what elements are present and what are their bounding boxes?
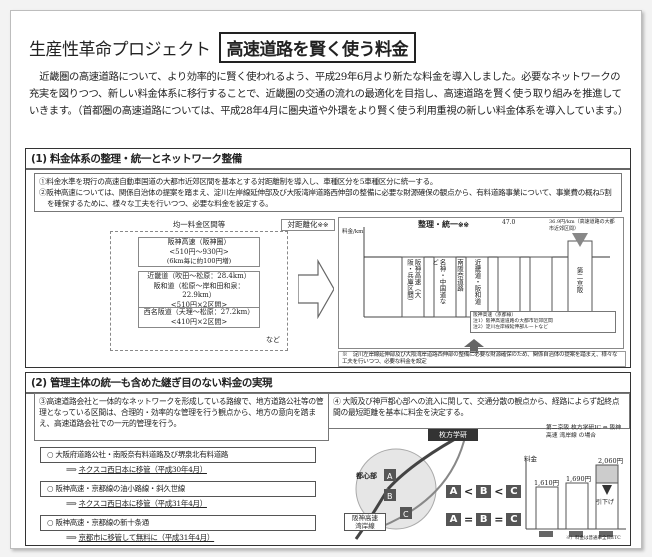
fare-box-nishimeihan: 西名阪道（天理～松原：27.2km） <410円×2区間> <box>138 307 260 328</box>
fare-bars <box>363 227 610 318</box>
map-label-wangan: 阪神高速 湾岸線 <box>344 513 386 531</box>
fare-box-kinki: 近畿道（吹田～松原：28.4km） 阪和道（松原～岸和田和泉：22.9km） <… <box>138 271 260 311</box>
fare-value-b: 1,690円 <box>566 475 592 483</box>
section1-heading: (1) 料金体系の整理・統一とネットワーク整備 <box>26 149 630 170</box>
page: 生産性革命プロジェクト 高速道路を賢く使う料金 近畿圏の高速道路について、より効… <box>10 10 642 549</box>
intro-paragraph: 近畿圏の高速道路について、より効率的に賢く使われるよう、平成29年6月より新たな… <box>29 71 628 117</box>
section1-footnote: ※ 淀川左岸線延伸部及び大阪湾岸道路西伸部の整備に必要な財源確保のため、関係自治… <box>338 351 626 367</box>
distance-label: 対距離化※※ <box>281 219 335 231</box>
top-note: 36.9円/km（高速道路の大都市近郊区間） <box>549 219 615 232</box>
section2-heading: (2) 管理主体の統一も含めた継ぎ目のない料金の実現 <box>26 373 630 394</box>
bullet-3: ③高速道路会社と一体的なネットワークを形成している路線で、地方道路公社等の管理と… <box>34 393 329 441</box>
etc-label: など <box>266 336 280 344</box>
uniform-fare-title: 均一料金区間等 <box>172 220 226 229</box>
svg-text:B: B <box>387 492 393 501</box>
fare-chart-source: ※）料金は普通車全日ETC <box>566 536 621 541</box>
section-seamless-fare: (2) 管理主体の統一も含めた継ぎ目のない料金の実現 ③高速道路会社と一体的なネ… <box>25 372 631 546</box>
svg-text:A: A <box>387 472 393 481</box>
chart-legend: 阪神高速（京都線） 注1）阪神高速道路の大都市近郊区間 注2）淀川左岸線延伸部ル… <box>470 311 616 333</box>
bullet-1: ①料金水準を現行の高速自動車国道の大都市近郊区間を基本とする対距離制を導入し、車… <box>39 177 438 186</box>
abc-after: A= B= C <box>446 513 522 526</box>
bullet-2: ②阪神高速については、関係自治体の提案を踏まえ、淀川左岸線延伸部及び大阪湾岸道路… <box>39 188 612 208</box>
fare-chart-area <box>338 217 624 349</box>
transfer-dest-3: ⟹ 京都市に移管して無料に（平成31年4月） <box>66 533 215 542</box>
top-value: 47.0 <box>502 219 516 226</box>
page-title: 高速道路を賢く使う料金 <box>218 31 416 63</box>
fare-chart-note: 第二京阪 枚方学研IC ⇔ 阪神高速 湾岸線 の場合 <box>546 425 622 439</box>
map-label-center: 都心部 <box>356 471 377 480</box>
fare-chart <box>525 459 626 537</box>
transfer-dest-1: ⟹ ネクスコ西日本に移管（平成30年4月） <box>66 465 207 474</box>
fare-value-c: 2,060円 <box>598 457 624 465</box>
section-fare-system: (1) 料金体系の整理・統一とネットワーク整備 ①料金水準を現行の高速自動車国道… <box>25 148 631 368</box>
up-arrow <box>464 339 484 353</box>
bullet-4: ④ 大阪及び神戸都心部への流入に関して、交通分散の観点から、経路によらず起終点間… <box>328 393 630 429</box>
section1-bullets: ①料金水準を現行の高速自動車国道の大都市近郊区間を基本とする対距離制を導入し、車… <box>34 173 622 212</box>
route-map: A B C <box>354 431 467 540</box>
uniform-fare-group <box>110 231 288 351</box>
transfer-item-1: ○ 大阪府道路公社・南阪奈有料道路及び堺泉北有料道路 <box>40 447 316 463</box>
svg-text:C: C <box>403 510 409 519</box>
big-right-arrow <box>298 259 334 319</box>
transfer-item-2: ○ 阪神高速・京都線の油小路線・斜久世線 <box>40 481 316 497</box>
label-daini-keihan: 第二京阪 <box>575 267 583 293</box>
abc-before: A< B< C <box>446 485 522 498</box>
vertical-labels: 阪神高速（大阪・兵庫区間） 名神・中国道など 南阪奈道路 近畿道・阪和道 <box>405 259 482 305</box>
title-row: 生産性革命プロジェクト 高速道路を賢く使う料金 <box>29 31 416 63</box>
unify-label: 整理・統一※※ <box>418 219 469 229</box>
fare-cut-label: 引下げ <box>596 499 615 506</box>
project-label: 生産性革命プロジェクト <box>29 39 211 60</box>
transfer-item-3: ○ 阪神高速・京都線の新十条通 <box>40 515 316 531</box>
fare-chart-ylabel: 料金 <box>524 455 537 463</box>
fare-value-a: 1,610円 <box>534 479 560 487</box>
chart-y-axis: 料金/km <box>342 229 364 235</box>
map-label-hirakata: 枚方学研 <box>428 429 478 441</box>
fare-box-hanshin: 阪神高速（阪神圏） <510円～930円> (6km毎に約100円増) <box>138 237 260 267</box>
transfer-dest-2: ⟹ ネクスコ西日本に移管（平成31年4月） <box>66 499 207 508</box>
